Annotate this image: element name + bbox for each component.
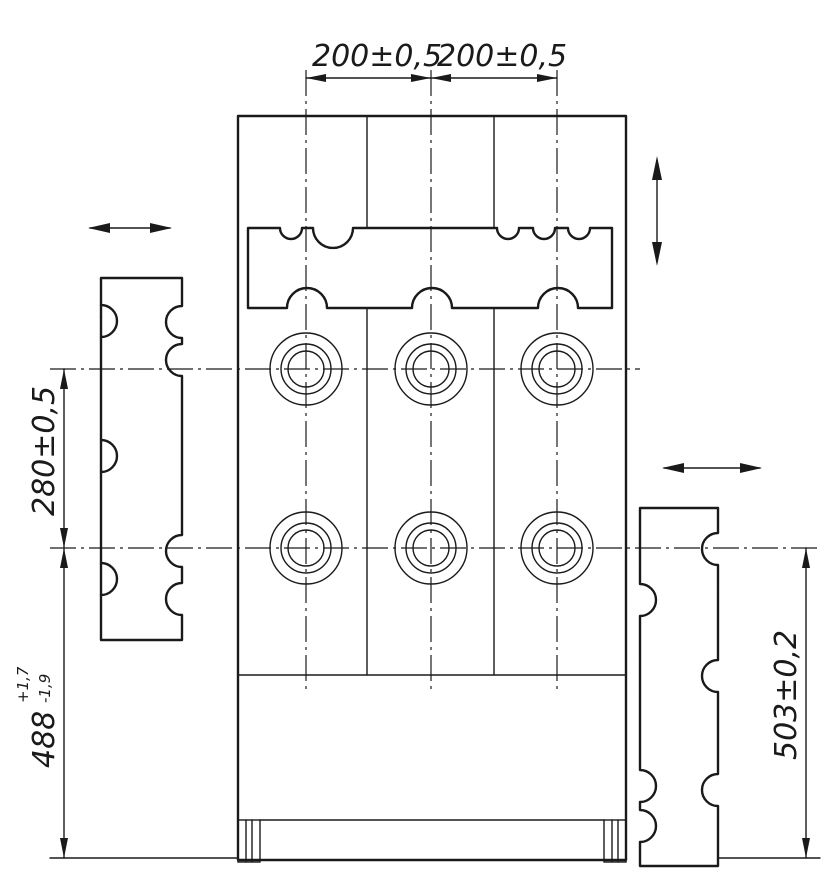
right-side-plate	[638, 506, 720, 868]
left-height-dimension-line	[60, 547, 68, 859]
dimension-left-height: 488	[27, 711, 62, 768]
center-lines	[50, 70, 820, 690]
dimension-spacing-right: 200±0,5	[437, 39, 567, 74]
dimension-right-height: 503±0,2	[769, 630, 804, 760]
left-plate-inner-notches	[99, 303, 119, 597]
dimension-left-height-base: 488	[27, 711, 62, 768]
bottom-roller-right	[603, 819, 627, 863]
double-arrow-vertical-icon	[652, 156, 662, 266]
right-height-dimension-line	[802, 547, 810, 859]
left-side-plate	[99, 276, 184, 642]
vertical-pitch-dimension-line	[60, 368, 68, 549]
bottom-roller-left	[237, 819, 261, 863]
dimension-spacing-left: 200±0,5	[312, 39, 442, 74]
top-plate	[246, 226, 614, 310]
dimension-left-height-upper-tolerance: +1,7	[14, 666, 32, 703]
dimension-vertical-pitch: 280±0,5	[27, 386, 62, 516]
top-dimension-lines	[305, 74, 558, 82]
double-arrow-horizontal-icon	[662, 463, 762, 473]
dimension-left-height-lower-tolerance: -1,9	[36, 674, 54, 703]
die-outline	[236, 114, 628, 862]
double-arrow-horizontal-icon	[88, 223, 172, 233]
